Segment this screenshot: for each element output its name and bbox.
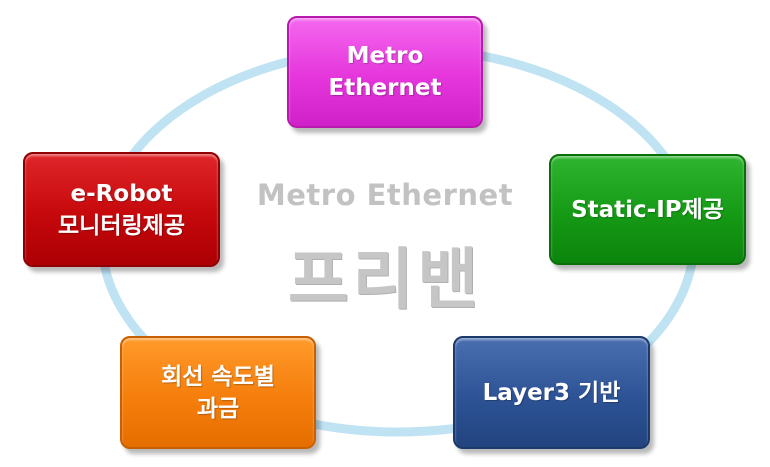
- node-speed-billing: 회선 속도별 과금: [120, 336, 316, 449]
- node-static-ip: Static-IP제공: [549, 154, 746, 265]
- node-label-line: Static-IP제공: [571, 196, 724, 223]
- node-label-line: 과금: [196, 395, 240, 422]
- center-title: 프리밴: [287, 241, 483, 318]
- node-label-line: e-Robot: [70, 180, 173, 207]
- center-subtitle: Metro Ethernet: [256, 178, 514, 212]
- node-metro-ethernet: Metro Ethernet: [287, 16, 483, 128]
- node-label-line: 모니터링제공: [58, 212, 185, 239]
- node-label-line: Layer3 기반: [482, 379, 621, 406]
- node-label-line: Metro: [346, 43, 424, 69]
- node-label-line: 회선 속도별: [161, 363, 275, 390]
- node-layer3: Layer3 기반: [453, 336, 650, 449]
- node-e-robot-monitoring: e-Robot 모니터링제공: [23, 152, 220, 267]
- node-label-line: Ethernet: [328, 75, 442, 101]
